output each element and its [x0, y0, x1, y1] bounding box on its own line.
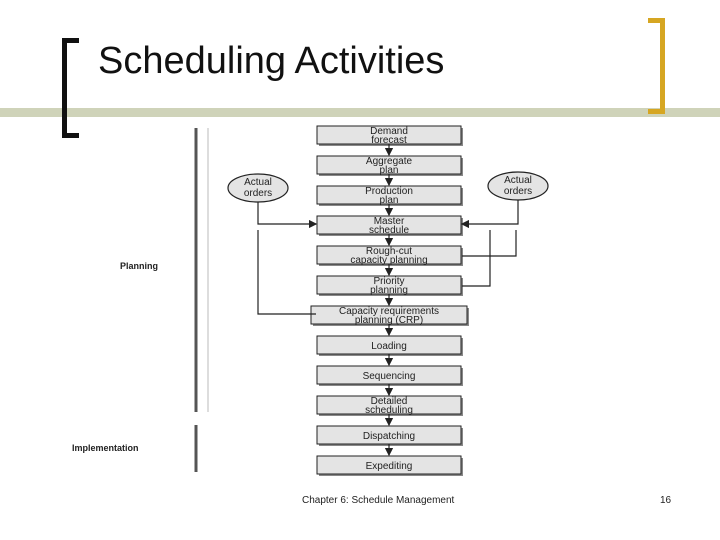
flow-step-label: Production: [365, 186, 413, 197]
left-bracket-decoration: [62, 38, 79, 138]
flow-step: Expediting: [316, 455, 463, 476]
flow-step: Loading: [316, 335, 463, 356]
flow-step-label: Master: [374, 216, 405, 227]
flow-step-box: [316, 455, 462, 475]
flow-step-label: Demand: [370, 126, 408, 137]
slide-title: Scheduling Activities: [98, 40, 445, 82]
flow-step-label: planning (CRP): [355, 315, 423, 326]
flow-step-label: scheduling: [365, 405, 413, 416]
page-number: 16: [660, 495, 672, 506]
phase-label-planning: Planning: [120, 261, 158, 271]
actual-orders-left: Actual orders: [227, 173, 289, 203]
title-divider: [0, 108, 720, 117]
actual-orders-left-line1: Actual: [244, 177, 272, 188]
flow-step-label: plan: [380, 195, 399, 206]
flow-step: Sequencing: [316, 365, 463, 386]
actual-orders-left-line2: orders: [244, 188, 272, 199]
flow-step-label: Rough-cut: [366, 246, 412, 257]
flow-step-label: Sequencing: [363, 371, 416, 382]
flow-step-label: Detailed: [371, 396, 408, 407]
flow-step-label: Loading: [371, 341, 407, 352]
flow-step-label: planning: [370, 285, 408, 296]
flow-step-label: capacity planning: [350, 255, 427, 266]
actual-orders-right: Actual orders: [487, 171, 549, 201]
flow-step-label: Capacity requirements: [339, 306, 439, 317]
actual-orders-right-line1: Actual: [504, 175, 532, 186]
footer-chapter: Chapter 6: Schedule Management: [302, 495, 455, 506]
right-bracket-decoration: [648, 18, 665, 114]
flow-step-label: Expediting: [366, 461, 413, 472]
flow-step-label: Aggregate: [366, 156, 413, 167]
flow-step-label: plan: [380, 165, 399, 176]
flow-step-label: Priority: [373, 276, 404, 287]
flow-step-label: forecast: [371, 135, 407, 146]
actual-orders-right-line2: orders: [504, 186, 532, 197]
flow-step-label: schedule: [369, 225, 409, 236]
phase-label-implementation: Implementation: [72, 443, 139, 453]
flow-step: Dispatching: [316, 425, 463, 446]
flow-step-label: Dispatching: [363, 431, 415, 442]
